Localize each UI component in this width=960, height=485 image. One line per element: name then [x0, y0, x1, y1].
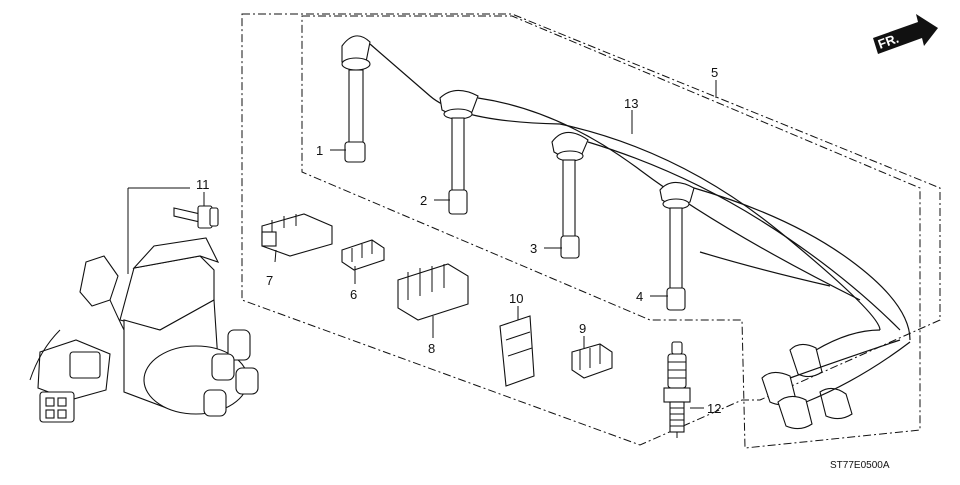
leader-lines [203, 80, 717, 409]
spark-plug-12 [663, 341, 691, 438]
callout-6: 6 [350, 287, 357, 302]
ignition-wire-3 [551, 131, 901, 331]
callout-4: 4 [636, 289, 643, 304]
callout-9: 9 [579, 321, 586, 336]
bolt-11 [173, 205, 219, 229]
wire-distributor-boots [761, 329, 911, 430]
diagram-reference-code: ST77E0500A [830, 460, 890, 471]
wire-holder-6 [341, 239, 385, 271]
callout-8: 8 [428, 341, 435, 356]
callout-5: 5 [711, 65, 718, 80]
callout-11: 11 [196, 177, 210, 192]
fr-label: FR. [876, 31, 901, 52]
wire-holder-8 [397, 263, 469, 321]
distributor-assembly [29, 237, 259, 423]
ignition-wire-4 [659, 181, 911, 341]
callout-13: 13 [624, 96, 638, 111]
callout-7: 7 [266, 273, 273, 288]
ignition-wire-1 [341, 35, 881, 331]
ignition-wire-2 [439, 89, 861, 301]
front-direction-arrow: FR. [873, 14, 938, 54]
wire-holder-7 [261, 213, 333, 257]
callout-12: 12 [707, 401, 721, 416]
wire-holder-10 [499, 315, 535, 387]
kit-boundary-5 [241, 13, 941, 446]
callout-3: 3 [530, 241, 537, 256]
callout-2: 2 [420, 193, 427, 208]
wire-set-boundary-13 [301, 15, 921, 449]
wire-holder-9 [571, 343, 613, 379]
callout-1: 1 [316, 143, 323, 158]
callout-10: 10 [509, 291, 523, 306]
